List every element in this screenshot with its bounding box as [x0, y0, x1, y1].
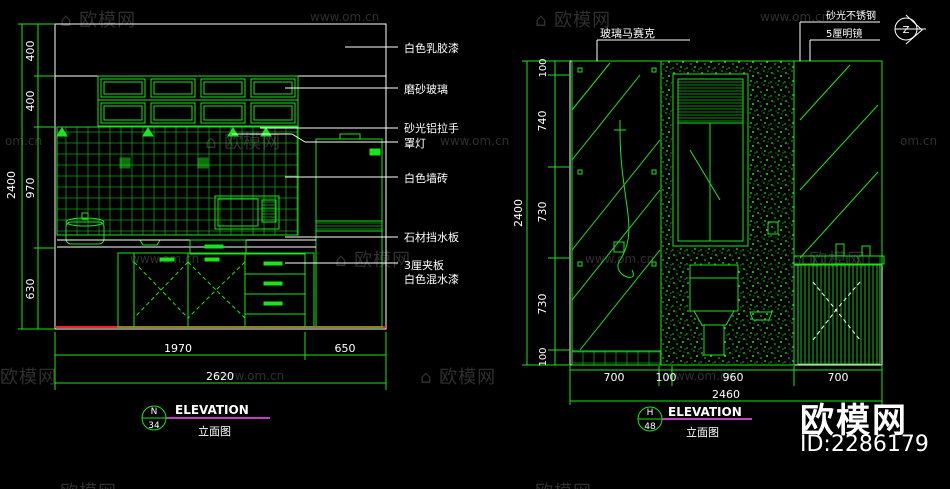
dim-right-total-h: 2460	[712, 388, 740, 401]
brand-id-label: ID:2286179	[800, 432, 929, 457]
dim-left-total: 2400	[5, 171, 18, 199]
north-arrow-icon	[894, 14, 926, 45]
watermark-url-8: www.om.cn	[215, 369, 285, 383]
watermark-url-9: www.om.cn	[665, 369, 735, 383]
right-horizontal-dimensions	[569, 366, 883, 405]
dim-right-1: 100	[538, 58, 549, 77]
right-vertical-dimensions	[522, 60, 570, 366]
right-callout-leaders	[596, 21, 880, 61]
callout-glass-mosaic: 玻璃马赛克	[600, 26, 655, 40]
watermark-url-2: www.om.cn	[760, 10, 830, 24]
right-elevation	[522, 14, 926, 432]
left-title-number: 34	[148, 421, 160, 431]
watermark-logo-icon: ⌂	[335, 250, 355, 271]
left-horizontal-dimensions	[54, 332, 387, 390]
dim-right-total: 2400	[512, 199, 525, 227]
dim-right-2: 740	[536, 111, 549, 132]
dim-left-total-h: 2620	[206, 370, 234, 383]
watermark-text: 欧模网	[0, 367, 57, 388]
window-with-blinds	[672, 73, 749, 247]
refrigerator	[315, 133, 383, 328]
rice-cooker	[65, 212, 105, 245]
callout-five-mm-mirror: 5厘明镜	[826, 27, 862, 40]
left-callout-leaders	[232, 46, 398, 264]
watermark-text: 欧模网	[535, 482, 592, 489]
dim-left-h1: 1970	[164, 342, 192, 355]
dim-right-h4: 700	[828, 371, 849, 384]
watermark-text: 欧模网	[439, 367, 497, 388]
right-title-block	[637, 406, 752, 432]
dim-right-3: 730	[536, 202, 549, 223]
dim-left-3: 970	[24, 178, 37, 199]
watermark-url-1: www.om.cn	[310, 10, 380, 24]
watermark-logo-icon: ⌂	[420, 367, 440, 388]
left-title-label: ELEVATION	[175, 403, 249, 417]
callout-three-ply-board: 3厘夹板	[404, 258, 444, 272]
callout-aluminum-handle: 砂光铝拉手	[404, 121, 459, 135]
callout-white-wall-tile: 白色墙砖	[404, 171, 448, 185]
microwave	[214, 195, 280, 230]
callout-frosted-glass: 磨砂玻璃	[404, 82, 448, 96]
watermark-brand-2: ⌂ 欧模网	[535, 6, 611, 32]
north-symbol-letter: Z	[903, 25, 910, 36]
watermark-brand-1: ⌂ 欧模网	[60, 6, 136, 32]
watermark-text: 欧模网	[554, 10, 612, 31]
dim-right-h3: 960	[723, 371, 744, 384]
left-elevation	[18, 23, 398, 431]
right-title-label: ELEVATION	[668, 405, 742, 419]
shower-glass-panel	[571, 60, 662, 366]
dim-left-2: 400	[24, 91, 37, 112]
right-title-number: 48	[644, 422, 656, 432]
callout-white-mixed-paint: 白色混水漆	[404, 272, 459, 286]
left-vertical-dimensions	[18, 23, 55, 330]
toilet	[689, 264, 739, 356]
right-title-letter: H	[647, 408, 654, 418]
watermark-text: 欧模网	[60, 482, 117, 489]
watermark-brand-7: 欧模网	[0, 363, 57, 389]
mirror-and-vanity	[793, 60, 885, 365]
watermark-brand-8: ⌂ 欧模网	[420, 363, 496, 389]
watermark-logo-icon: ⌂	[60, 10, 80, 31]
dim-left-h2: 650	[335, 342, 356, 355]
left-title-sublabel: 立面图	[198, 424, 231, 438]
pot	[139, 239, 161, 246]
left-title-letter: N	[151, 407, 158, 417]
dim-right-4: 730	[536, 294, 549, 315]
watermark-url-3: om.cn	[5, 134, 43, 148]
dim-right-h1: 700	[604, 371, 625, 384]
watermark-logo-icon: ⌂	[535, 10, 555, 31]
dim-left-1: 400	[24, 41, 37, 62]
watermark-url-5: om.cn	[900, 134, 938, 148]
upper-cabinets	[97, 75, 299, 127]
callout-sand-stainless: 砂光不锈钢	[826, 9, 876, 22]
dim-left-4: 630	[24, 279, 37, 300]
brand-logo-text: 欧模网	[800, 401, 908, 441]
callout-white-latex-paint: 白色乳胶漆	[404, 41, 459, 55]
right-title-sublabel: 立面图	[686, 425, 719, 439]
left-title-block	[141, 405, 270, 431]
soap-holder	[767, 221, 779, 235]
callout-spotlight: 罩灯	[404, 137, 426, 150]
callout-stone-splashboard: 石材挡水板	[404, 230, 459, 244]
dim-right-h2: 100	[656, 371, 677, 384]
watermark-text: 欧模网	[79, 10, 137, 31]
lower-cabinets	[117, 239, 315, 328]
dim-right-5: 100	[538, 347, 549, 366]
tissue-holder	[749, 311, 773, 321]
watermark-brand-9: 欧模网	[60, 478, 117, 489]
watermark-url-4: www.om.cn	[440, 134, 510, 148]
watermark-brand-10: 欧模网	[535, 478, 592, 489]
